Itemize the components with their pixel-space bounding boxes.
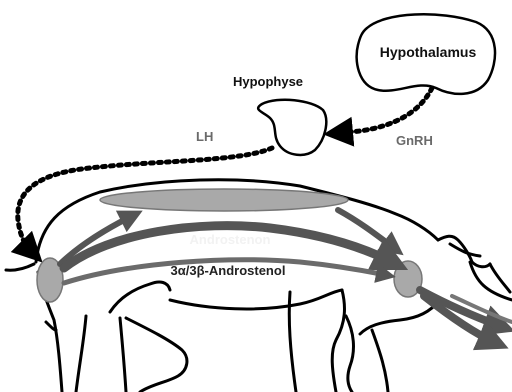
hypophyse-label: Hypophyse: [233, 74, 303, 89]
androstenon-label: Androstenon: [190, 232, 271, 247]
hypophyse-shape: [258, 100, 326, 155]
pig-outline: [6, 180, 512, 392]
androstenol-label: 3α/3β-Androstenol: [171, 263, 286, 278]
gnrh-label: GnRH: [396, 133, 433, 148]
hypothalamus-label: Hypothalamus: [380, 44, 477, 60]
gnrh-arrow: [338, 88, 432, 133]
lh-label: LH: [196, 129, 213, 144]
pheromone-arrows: [60, 210, 512, 342]
back-fat-organ: [100, 189, 348, 211]
